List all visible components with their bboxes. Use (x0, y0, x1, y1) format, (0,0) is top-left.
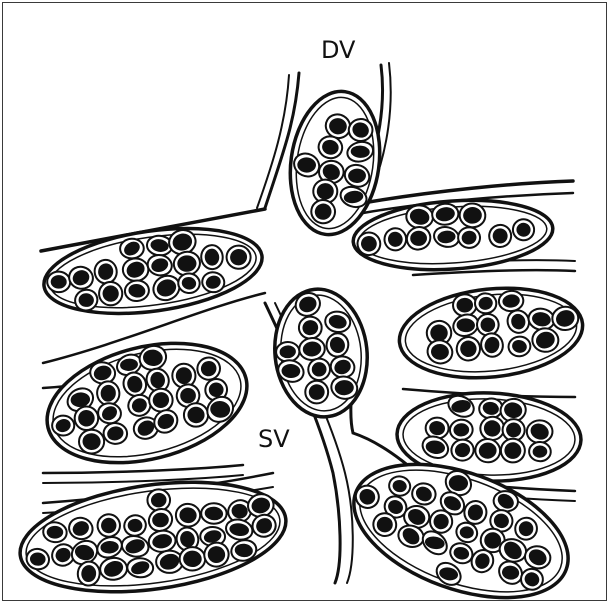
fascicle-center (267, 284, 374, 422)
fascicle-mid-left (34, 324, 259, 482)
fascicles (13, 86, 587, 600)
axon-core (177, 255, 196, 272)
dv-label: DV (321, 36, 356, 64)
fascicle-top-center (281, 86, 388, 241)
fascicle-mid-right (395, 280, 587, 387)
fascicle-upper-right (351, 194, 555, 276)
axon-core (47, 526, 64, 539)
fascicle-upper-left (39, 216, 268, 326)
axon-core (176, 367, 192, 384)
sv-label: SV (258, 425, 290, 453)
fascicle-bottom-left (13, 467, 293, 600)
histology-illustration: DV SV (3, 3, 606, 600)
